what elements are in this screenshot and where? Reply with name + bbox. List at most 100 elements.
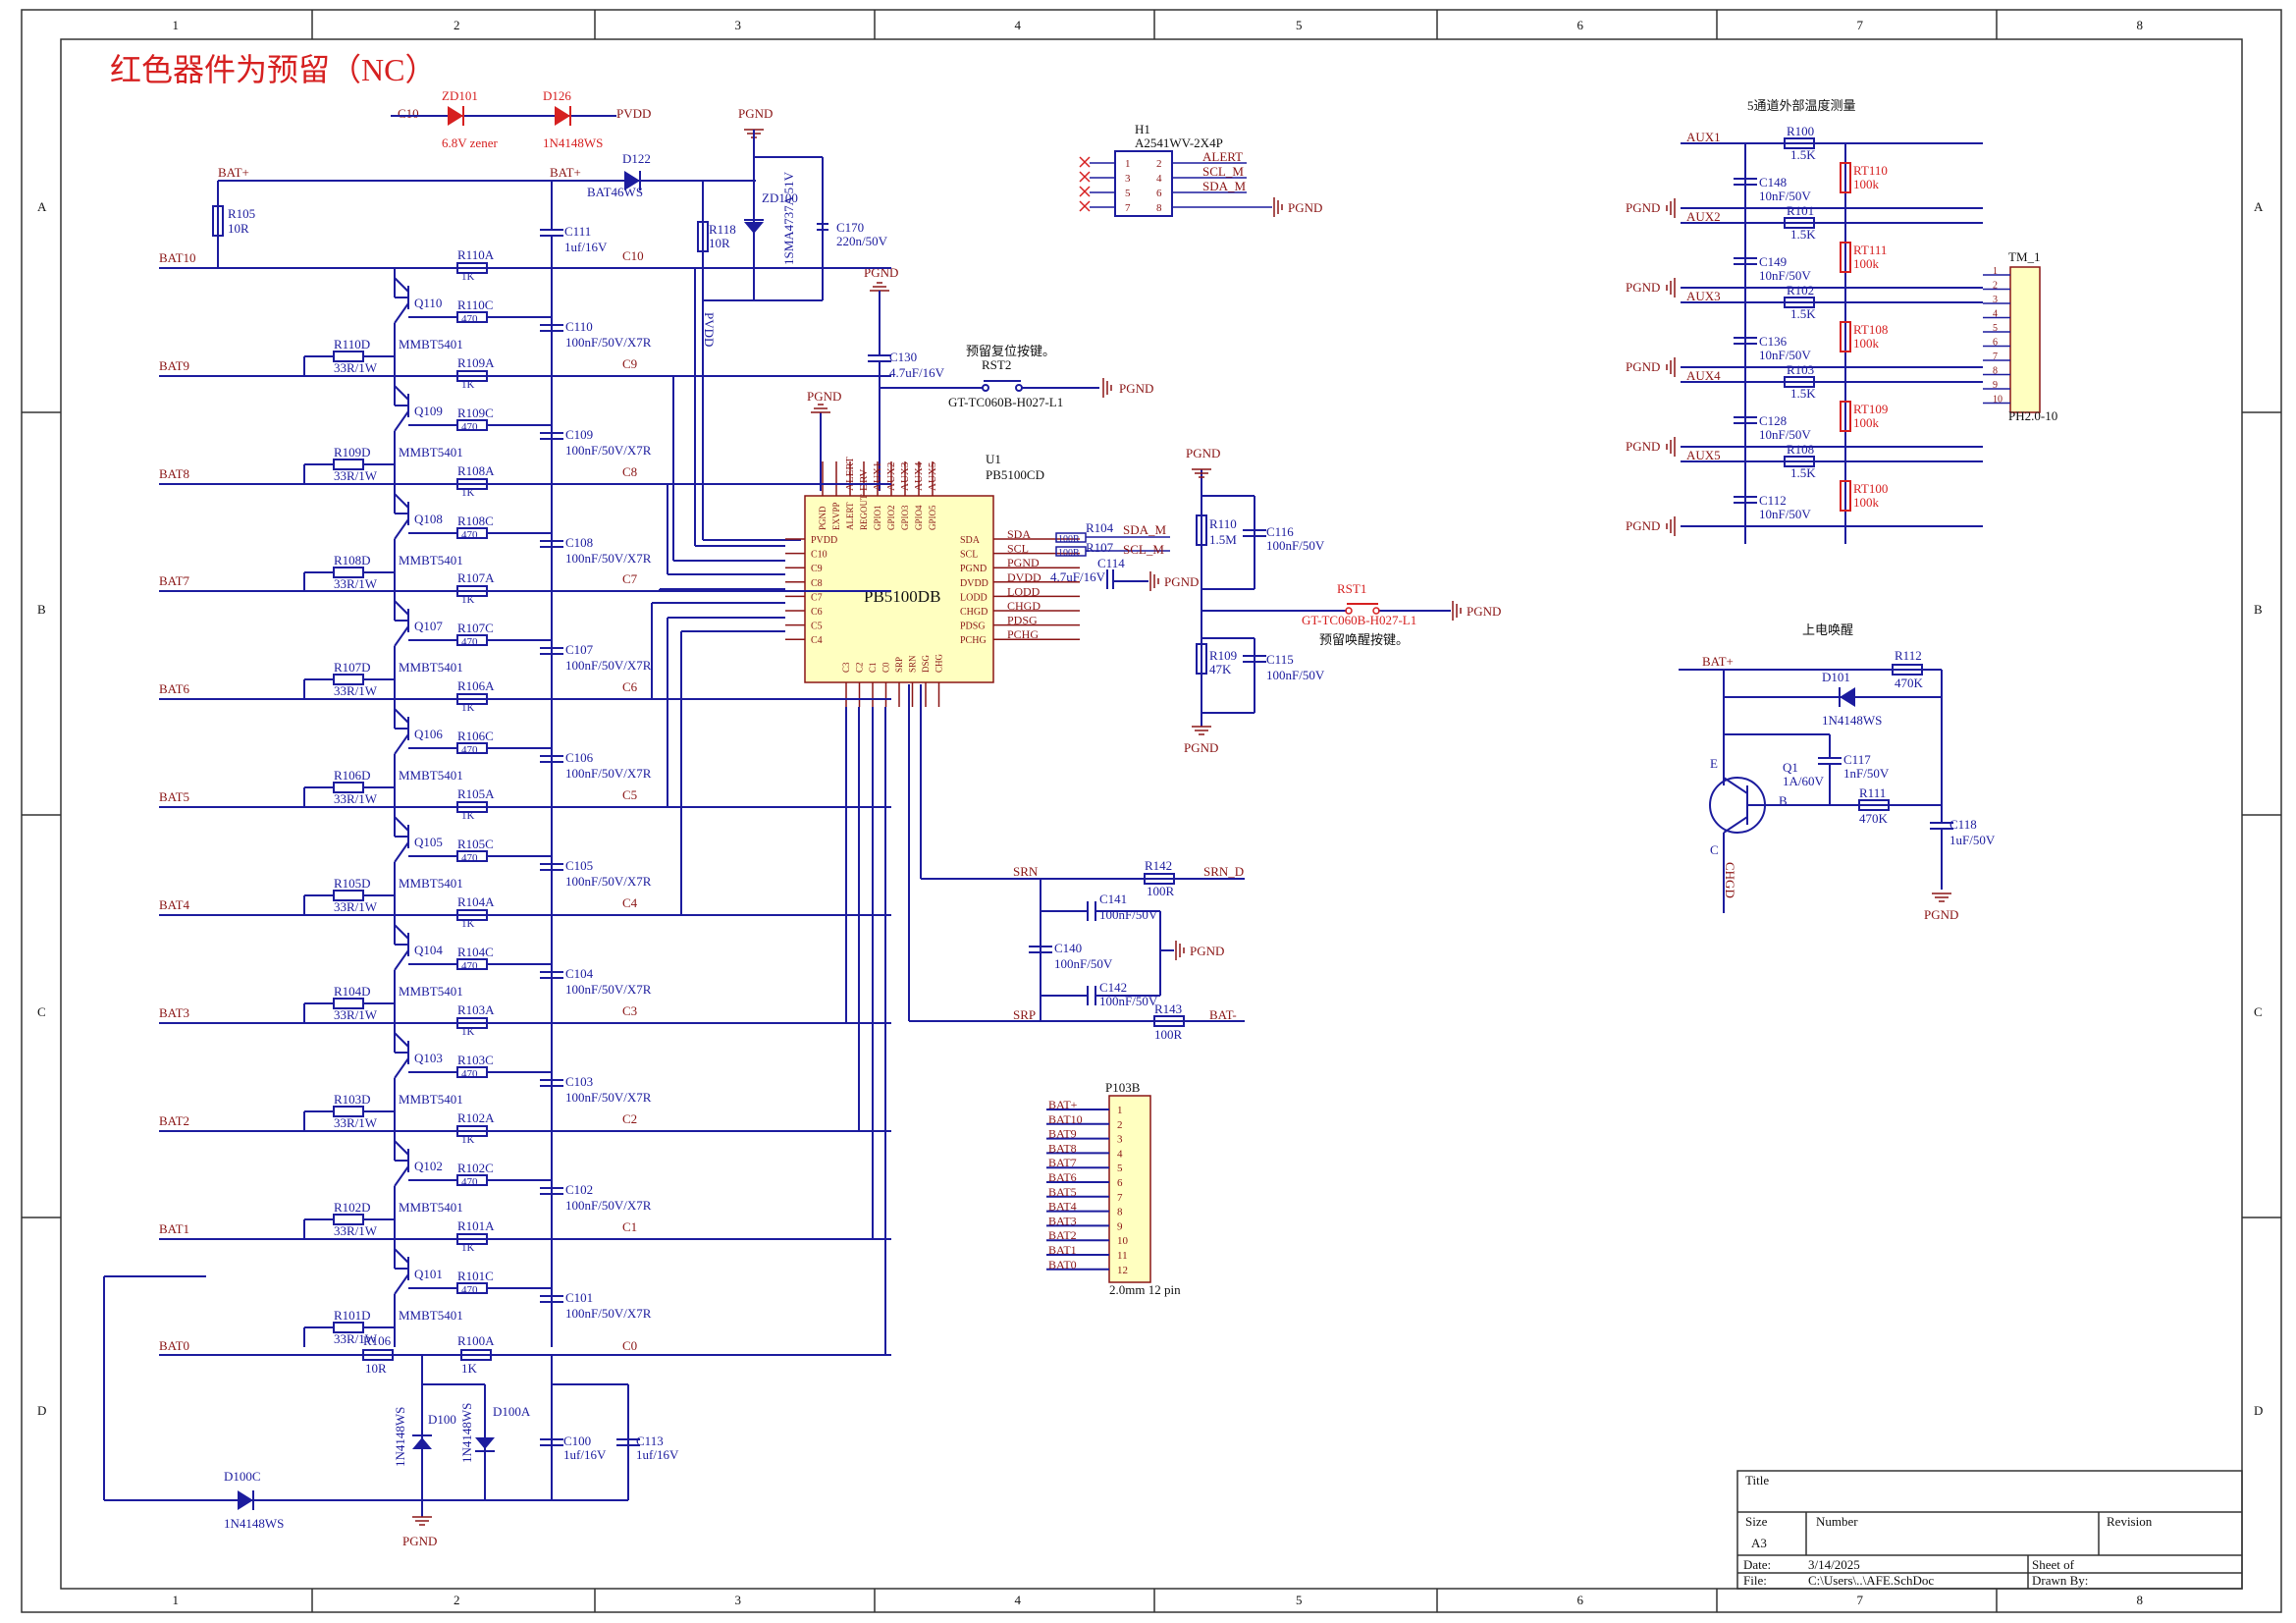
pgnd-label-c114: PGND [1164,574,1199,589]
r112-value: 470K [1895,676,1924,690]
r106-label: R106 [363,1333,392,1348]
r143-label: R143 [1154,1001,1182,1016]
tb-size-label: Size [1745,1514,1768,1529]
aux-label-5: AUX5 [1686,448,1721,462]
r118-label: R118 [709,222,736,237]
c-net-label-2: C8 [622,464,637,479]
rt-label-1: RT111 [1853,243,1887,257]
temp-r-label-0: R100 [1787,124,1814,138]
cap-label-4: C106 [565,750,594,765]
d100c-value: 1N4148WS [224,1516,284,1531]
zone-col-1-top: 1 [173,18,180,32]
r104-label: R104 [1086,520,1114,535]
d100a-value: 1N4148WS [459,1403,474,1463]
zone-row-3-left: D [37,1403,46,1418]
q-value-2: MMBT5401 [399,553,463,568]
temp-r-value-1: 1.5K [1790,227,1816,242]
svg-text:7: 7 [1125,202,1131,214]
ic-top-pin-6: GPIO3 [900,505,910,530]
rc-label-1: R109C [457,406,494,420]
tb-revision-label: Revision [2107,1514,2153,1529]
zd100-label: ZD100 [762,190,798,205]
c111-value: 1uf/16V [564,240,608,254]
r109-label: R109 [1209,648,1237,663]
c130-value: 4.7uF/16V [889,365,945,380]
rc-label-9: R101C [457,1269,494,1283]
batp-label-2: BAT+ [550,165,581,180]
tb-drawn-label: Drawn By: [2032,1573,2088,1588]
p103b-pin-5: 6 [1117,1177,1123,1189]
c118-value: 1uF/50V [1949,833,1996,847]
zone-col-6-top: 6 [1577,18,1584,32]
rd-label-0: R110D [334,337,370,352]
d100-value: 1N4148WS [393,1407,407,1467]
zone-col-4-top: 4 [1015,18,1022,32]
ic-left-pin-3: C8 [811,578,823,589]
ic-right-pin-3: DVDD [960,578,988,589]
tb-file-value: C:\Users\..\AFE.SchDoc [1808,1573,1934,1588]
q1-e-label: E [1710,756,1718,771]
q-label-2: Q108 [414,512,443,526]
zone-col-8-top: 8 [2137,18,2144,32]
q-label-5: Q105 [414,835,443,849]
zone-col-5-top: 5 [1296,18,1303,32]
ra-value-8: 1K [461,1134,475,1146]
bat-label-bat2: BAT2 [159,1113,189,1128]
rt-value-0: 100k [1853,177,1880,191]
c116-value: 100nF/50V [1266,538,1325,553]
rc-value-1: 470 [461,421,478,433]
svg-text:3: 3 [1125,173,1131,185]
rst2-label: RST2 [982,357,1011,372]
c-net-label-1: C9 [622,356,637,371]
cap-label-5: C105 [565,858,593,873]
p103b-net-2: BAT9 [1048,1127,1077,1141]
ic-right-pin-4: LODD [960,592,988,603]
zone-col-1-bottom: 1 [173,1593,180,1607]
rd-label-3: R107D [334,660,371,675]
tm1-ref: TM_1 [2008,249,2041,264]
temp-r-label-2: R102 [1787,283,1814,298]
bat-label-bat9: BAT9 [159,358,189,373]
aux-label-1: AUX1 [1686,130,1721,144]
c111-label: C111 [564,224,591,239]
c140-label: C140 [1054,941,1082,955]
c117-value: 1nF/50V [1843,766,1890,781]
temp-r-value-0: 1.5K [1790,147,1816,162]
ra-label-6: R104A [457,894,495,909]
p103b-pin-4: 5 [1117,1163,1123,1174]
rc-value-2: 470 [461,529,478,541]
ic-top-net-5: AUX4 [913,461,925,491]
ic-top-pin-2: ALERT [845,502,855,530]
svg-text:5: 5 [1125,188,1131,199]
p103b-net-11: BAT0 [1048,1258,1077,1271]
p103b-net-1: BAT10 [1048,1112,1083,1126]
cap-value-2: 100nF/50V/X7R [565,551,652,566]
zd100-diode-symbol [744,222,764,234]
p103b-net-10: BAT1 [1048,1243,1077,1257]
reset-note: 预留复位按键。 [966,344,1055,358]
ic-left-pin-1: C10 [811,550,828,561]
ic-right-pin-2: PGND [960,564,987,574]
zone-col-3-top: 3 [735,18,742,32]
h1-part: A2541WV-2X4P [1135,135,1223,150]
ra-value-1: 1K [461,379,475,391]
p103b-pin-8: 9 [1117,1220,1123,1232]
c-net-label-8: C2 [622,1111,637,1126]
ra-label-9: R101A [457,1218,495,1233]
tm1-part: PH2.0-10 [2008,408,2057,423]
cap-value-7: 100nF/50V/X7R [565,1090,652,1105]
rd-label-8: R102D [334,1200,371,1215]
d100a-label: D100A [493,1404,531,1419]
ic-right-pin-1: SCL [960,550,978,561]
q-label-0: Q110 [414,296,442,310]
tb-file-label: File: [1743,1573,1767,1588]
temp-c-label-4: C112 [1759,493,1787,508]
cap-label-2: C108 [565,535,593,550]
rd-label-7: R103D [334,1092,371,1107]
pgnd-label-rst1: PGND [1467,604,1501,619]
